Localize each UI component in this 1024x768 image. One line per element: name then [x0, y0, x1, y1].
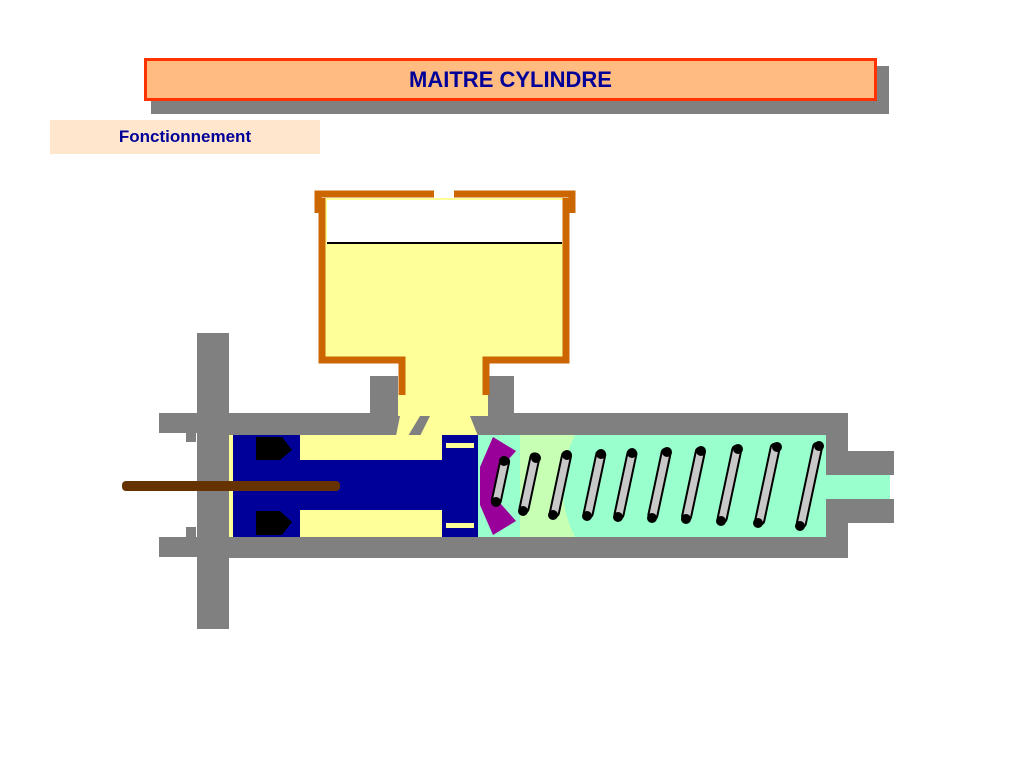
piston-groove-lower: [446, 523, 474, 528]
feed-passage: [398, 395, 488, 416]
piston-groove-upper: [446, 443, 474, 448]
reservoir-wall: [318, 198, 570, 395]
housing-bottom-wall: [229, 537, 848, 558]
piston: [233, 435, 478, 537]
reservoir-air-space: [327, 200, 563, 242]
outlet-lower: [826, 499, 894, 523]
outlet-upper: [826, 451, 894, 475]
title-banner: MAITRE CYLINDRE: [144, 58, 877, 101]
reservoir-lid-left: [314, 190, 434, 213]
compensating-port: [396, 416, 420, 436]
reservoir-lid-right: [454, 190, 576, 213]
page-title: MAITRE CYLINDRE: [409, 66, 612, 92]
reservoir-port-left: [370, 376, 398, 416]
push-rod: [122, 481, 340, 491]
secondary-seal-lower: [256, 511, 292, 535]
secondary-seal-upper: [256, 437, 292, 460]
flange-stub-top-tab: [186, 430, 196, 442]
supply-port: [420, 416, 478, 436]
reservoir-body: [324, 198, 566, 395]
housing-top-wall: [229, 413, 848, 435]
flange-stub-top: [159, 413, 199, 433]
outlet-fluid: [826, 475, 890, 499]
flange-stub-bottom: [159, 537, 199, 557]
flange-stub-bottom-tab: [186, 527, 196, 539]
page-subtitle: Fonctionnement: [118, 127, 252, 146]
spring-coil-ends: [491, 441, 824, 531]
reservoir-port-right: [486, 376, 514, 416]
subtitle-banner: Fonctionnement: [50, 120, 320, 154]
